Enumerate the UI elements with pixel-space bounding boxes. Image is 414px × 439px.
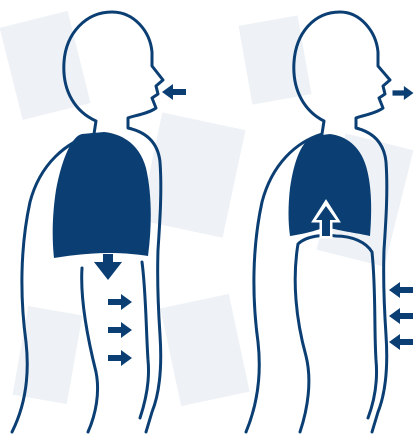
- abdomen-arrow-icon: [108, 350, 132, 366]
- abdomen-arrow-icon: [108, 322, 132, 338]
- mouth-airflow-arrow-icon: [162, 84, 186, 100]
- diaphragm-arrow-icon: [94, 254, 122, 280]
- abdomen-arrow-icon: [389, 334, 413, 350]
- abdomen-arrow-icon: [389, 282, 413, 298]
- lungs-expanded: [53, 132, 151, 258]
- inner-body-line: [295, 235, 376, 432]
- mouth-airflow-arrow-icon: [393, 86, 414, 100]
- abdomen-arrow-icon: [389, 308, 413, 324]
- inner-body-line: [82, 262, 149, 432]
- abdomen-arrow-icon: [108, 294, 132, 310]
